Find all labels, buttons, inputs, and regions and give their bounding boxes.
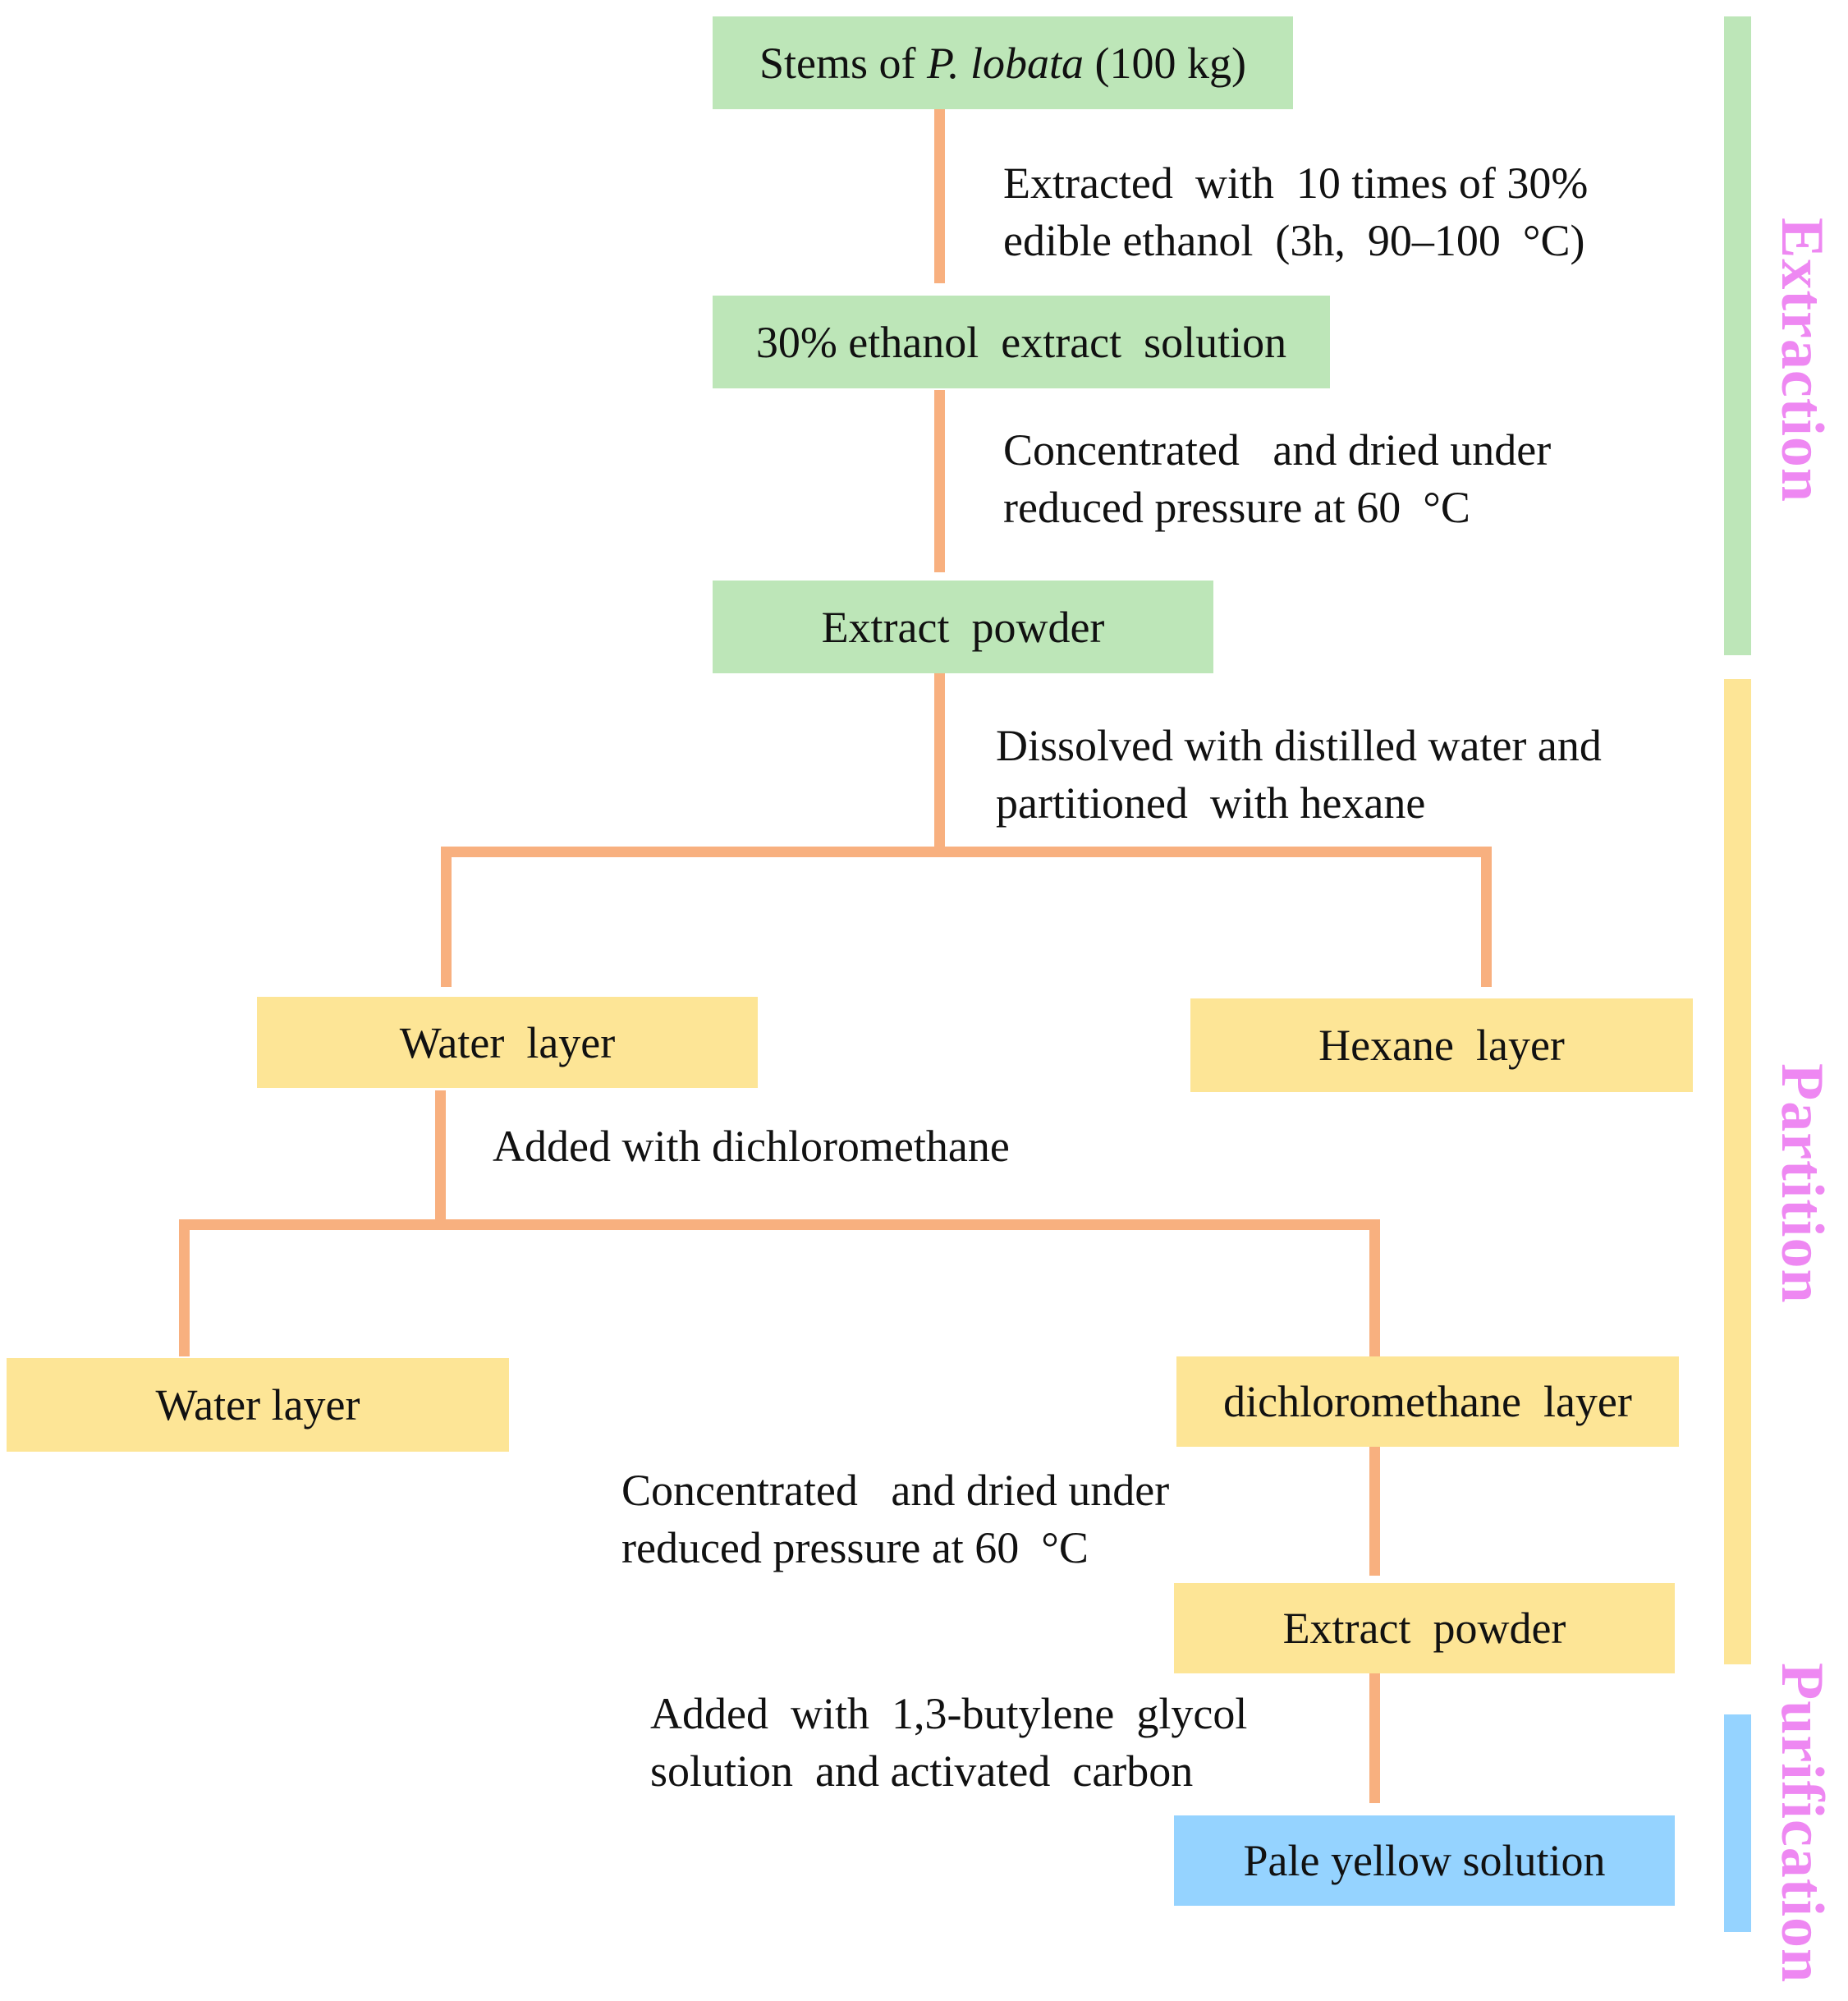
step-extraction-line-2: edible ethanol (3h, 90–100 °C) [1003, 216, 1585, 265]
extract-powder-label-1: Extract powder [821, 602, 1105, 652]
stems-suffix: (100 kg) [1084, 38, 1246, 88]
ethanol-extract-box: 30% ethanol extract solution [713, 296, 1330, 388]
step-dichloromethane-added: Added with dichloromethane [493, 1118, 1010, 1175]
extract-powder-box-1: Extract powder [713, 581, 1213, 673]
connector-to-water-layer-2 [179, 1219, 190, 1356]
step-extraction: Extracted with 10 times of 30% edible et… [1003, 154, 1588, 269]
step-extraction-line-1: Extracted with 10 times of 30% [1003, 158, 1589, 208]
stems-prefix: Stems of [759, 38, 927, 88]
stems-box: Stems of P. lobata (100 kg) [713, 16, 1293, 109]
extraction-stage-band [1724, 16, 1751, 655]
connector-powder-to-split [934, 673, 945, 855]
partition-stage-label: Partition [1768, 1063, 1836, 1304]
water-layer-box-1: Water layer [257, 997, 758, 1088]
water-layer-label-1: Water layer [399, 1017, 616, 1067]
purification-stage-band [1724, 1714, 1751, 1932]
connector-dcm-split [179, 1219, 1380, 1230]
pale-yellow-solution-label: Pale yellow solution [1243, 1836, 1606, 1885]
step-purify-line-2: solution and activated carbon [650, 1746, 1194, 1796]
step-dichloromethane-added-line-1: Added with dichloromethane [493, 1122, 1010, 1171]
pale-yellow-solution-box: Pale yellow solution [1174, 1815, 1675, 1906]
water-layer-box-2: Water layer [7, 1358, 509, 1452]
connector-stems-to-ethanol [934, 109, 945, 283]
step-dissolve-line-2: partitioned with hexane [996, 778, 1426, 828]
connector-dcm-to-powder [1369, 1447, 1380, 1576]
connector-powder-to-solution [1369, 1673, 1380, 1803]
stems-species: P. lobata [927, 38, 1084, 88]
extraction-stage-label: Extraction [1768, 218, 1836, 503]
step-concentrate-1-line-1: Concentrated and dried under [1003, 425, 1552, 475]
extract-powder-label-2: Extract powder [1282, 1604, 1566, 1653]
hexane-layer-box: Hexane layer [1190, 998, 1693, 1092]
dichloromethane-layer-box: dichloromethane layer [1176, 1356, 1679, 1447]
step-dissolve-line-1: Dissolved with distilled water and [996, 721, 1602, 770]
partition-stage-band [1724, 679, 1751, 1664]
step-dissolve: Dissolved with distilled water and parti… [996, 717, 1602, 832]
dichloromethane-layer-label: dichloromethane layer [1223, 1377, 1632, 1426]
connector-hexane-split [441, 847, 1492, 857]
extract-powder-box-2: Extract powder [1174, 1583, 1675, 1673]
connector-to-dcm-layer [1369, 1219, 1380, 1356]
connector-ethanol-to-powder [934, 390, 945, 572]
step-concentrate-1: Concentrated and dried under reduced pre… [1003, 421, 1551, 536]
water-layer-label-2: Water layer [155, 1380, 360, 1430]
step-concentrate-2-line-2: reduced pressure at 60 °C [621, 1523, 1089, 1572]
step-concentrate-2-line-1: Concentrated and dried under [621, 1466, 1170, 1515]
purification-stage-label: Purification [1768, 1663, 1836, 1984]
step-concentrate-2: Concentrated and dried under reduced pre… [621, 1462, 1169, 1576]
step-concentrate-1-line-2: reduced pressure at 60 °C [1003, 483, 1470, 532]
hexane-layer-label: Hexane layer [1318, 1021, 1565, 1070]
connector-water-to-dcm-split [435, 1090, 446, 1228]
step-purify-line-1: Added with 1,3-butylene glycol [650, 1689, 1248, 1738]
ethanol-extract-label: 30% ethanol extract solution [755, 317, 1287, 367]
step-purify: Added with 1,3-butylene glycol solution … [650, 1685, 1247, 1800]
connector-to-water-layer-1 [441, 847, 452, 987]
connector-to-hexane-layer [1481, 847, 1492, 987]
